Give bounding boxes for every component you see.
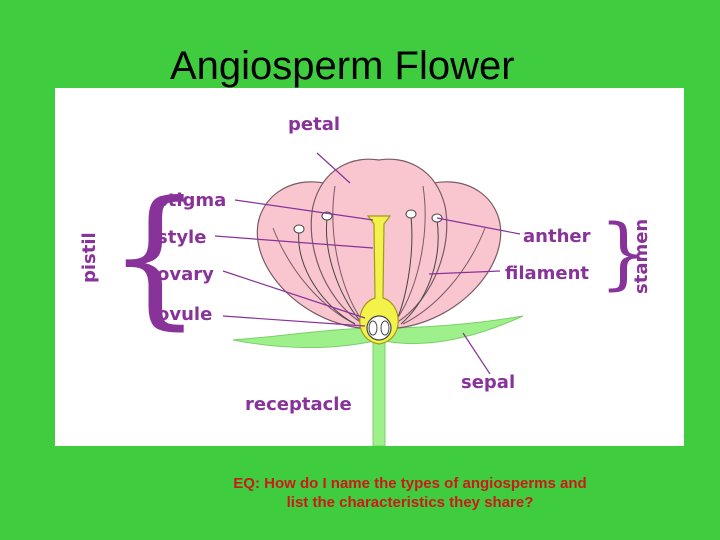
pointer-lines [214, 152, 521, 375]
pistil-shape [359, 215, 399, 345]
label-petal: petal [288, 114, 340, 135]
stem [372, 335, 386, 446]
label-ovary: ovary [157, 264, 214, 285]
anthers [293, 209, 443, 234]
label-sepal: sepal [461, 372, 515, 393]
eq-line-1: EQ: How do I name the types of angiosper… [233, 475, 587, 492]
slide-title: Angiosperm Flower [170, 44, 515, 88]
stamen-brace: } [599, 209, 649, 299]
label-anther: anther [523, 226, 591, 247]
label-filament: filament [505, 263, 589, 284]
flower-diagram-panel: { } petal stigma style ovary ovule pisti… [55, 88, 684, 446]
essential-question: EQ: How do I name the types of angiosper… [180, 474, 640, 512]
sepal-right [378, 315, 524, 345]
label-ovule: ovule [157, 304, 212, 325]
label-stamen: stamen [631, 219, 652, 294]
pistil-brace: { [107, 170, 202, 344]
label-stigma: stigma [157, 190, 226, 211]
sepal-left [232, 327, 380, 348]
eq-line-2: list the characteristics they share? [286, 494, 534, 511]
flower-diagram: { } petal stigma style ovary ovule pisti… [79, 114, 652, 446]
label-style: style [157, 227, 206, 248]
label-pistil: pistil [79, 232, 100, 283]
label-receptacle: receptacle [245, 394, 352, 415]
ovules [368, 320, 390, 336]
